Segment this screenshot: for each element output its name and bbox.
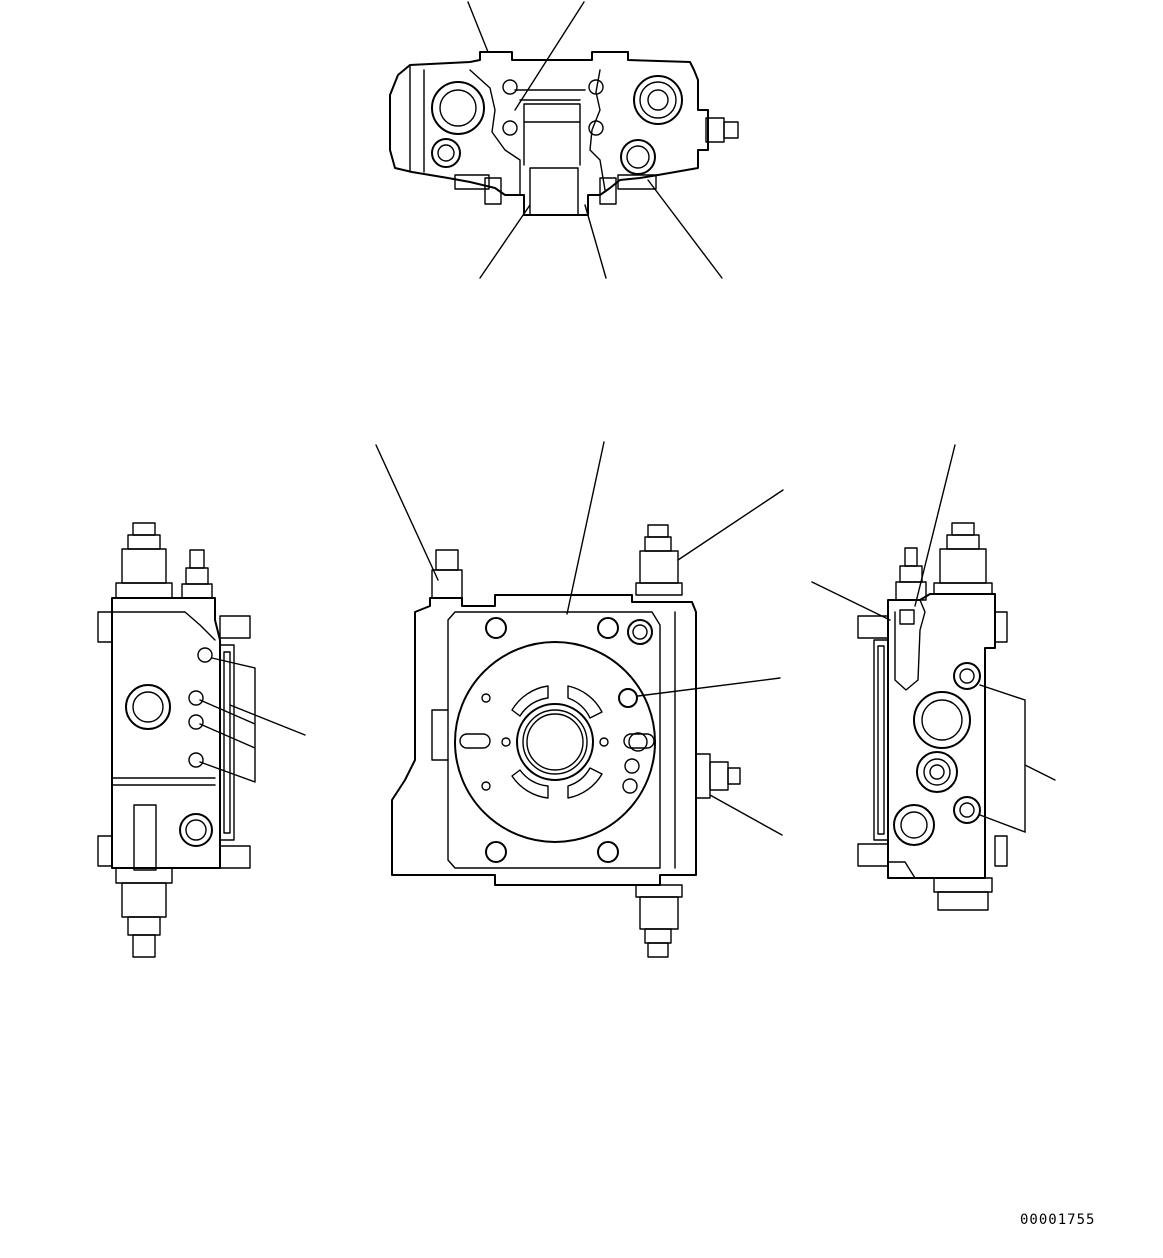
left-side-view — [97, 522, 306, 958]
top-view — [389, 1, 739, 279]
drawing-number: 00001755 — [1020, 1212, 1096, 1228]
front-view — [375, 441, 784, 958]
right-side-view — [811, 444, 1056, 911]
